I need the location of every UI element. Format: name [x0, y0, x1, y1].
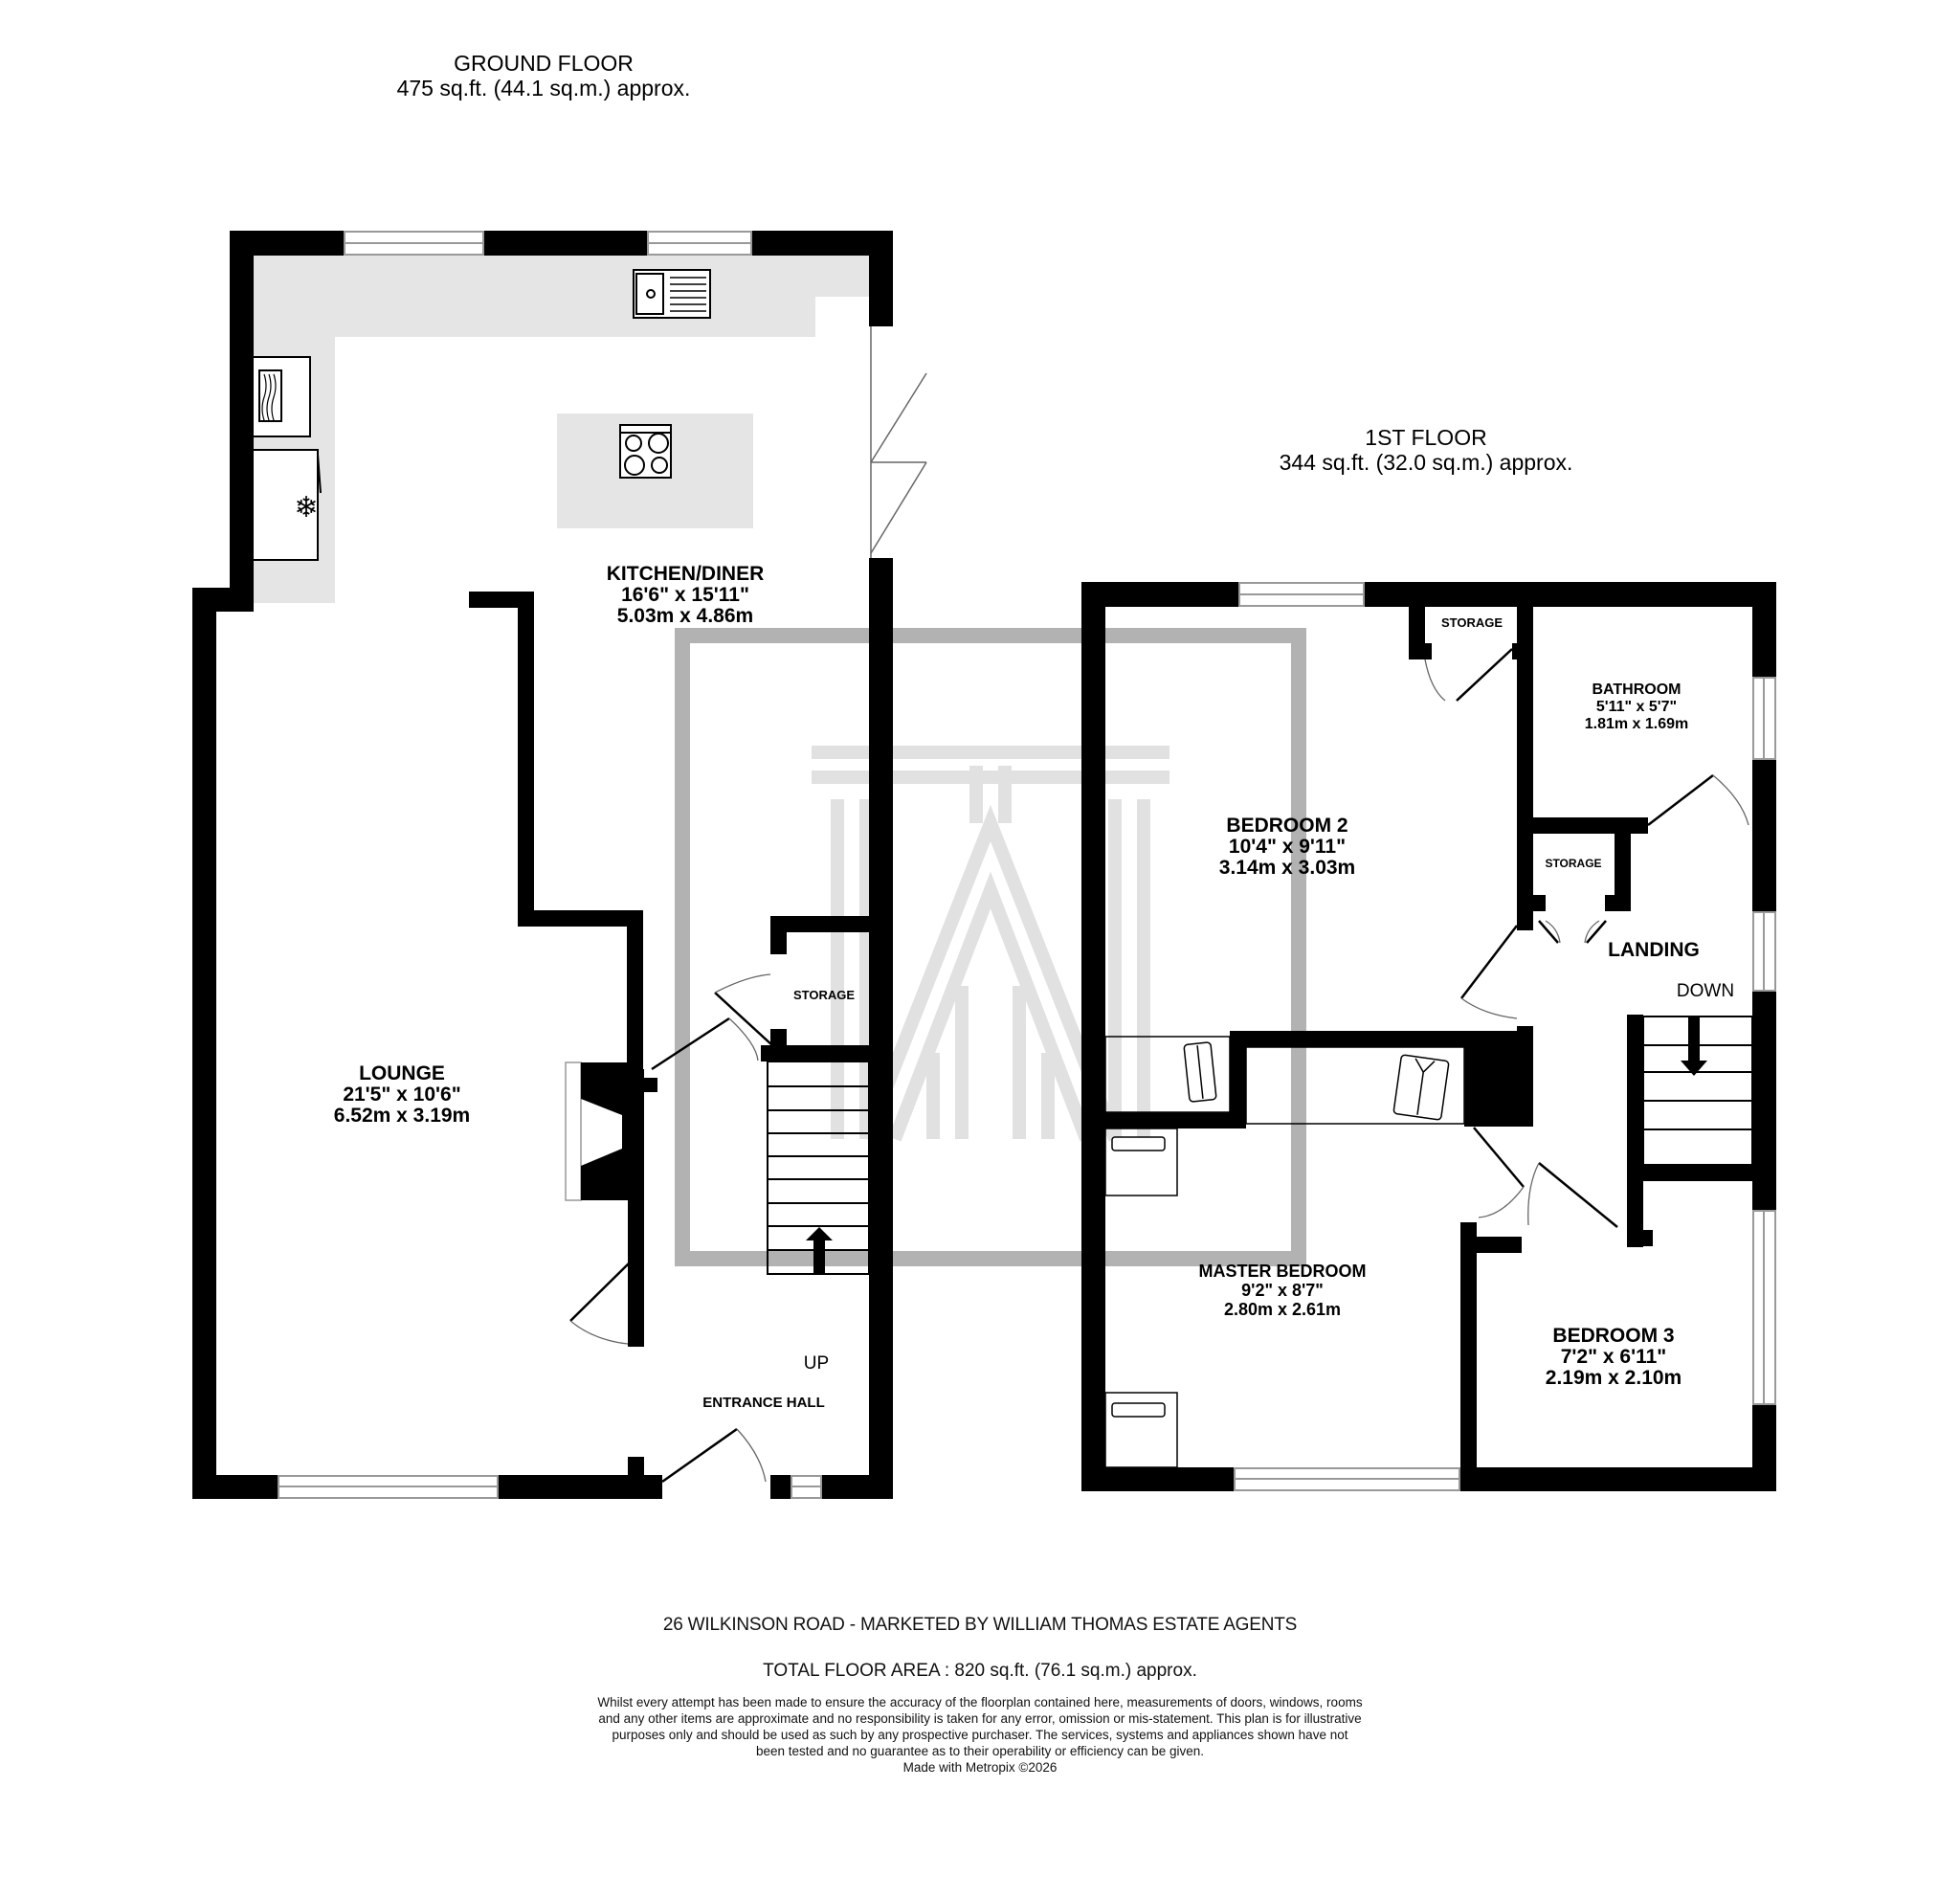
stairs-up-label: UP: [803, 1353, 830, 1374]
agency-logo-watermark: [675, 628, 1306, 1266]
room-bathroom: BATHROOM 5'11" x 5'7" 1.81m x 1.69m: [1584, 682, 1689, 732]
disclaimer-text: Whilst every attempt has been made to en…: [597, 1695, 1363, 1758]
disclaimer-block: Whilst every attempt has been made to en…: [597, 1694, 1363, 1776]
credit-text: Made with Metropix ©2026: [902, 1760, 1058, 1775]
room-lounge: LOUNGE 21'5" x 10'6" 6.52m x 3.19m: [333, 1062, 471, 1127]
staircase-up: [767, 1061, 870, 1275]
first-floor-plan: [1081, 582, 1776, 1491]
room-storage-first-landing: STORAGE: [1545, 857, 1602, 870]
room-entrance-hall: ENTRANCE HALL: [702, 1395, 825, 1411]
window: [278, 231, 822, 1499]
door: [569, 992, 774, 1484]
room-kitchen-diner: KITCHEN/DINER 16'6" x 15'11" 5.03m x 4.8…: [606, 563, 765, 627]
sink-icon: [633, 269, 711, 319]
stair-arrow-down-icon: [1681, 1017, 1707, 1076]
microwave-icon: [252, 356, 311, 437]
first-floor-area: 344 sq.ft. (32.0 sq.m.) approx.: [1279, 450, 1573, 475]
wardrobe: [1104, 1036, 1465, 1468]
ground-floor-area: 475 sq.ft. (44.1 sq.m.) approx.: [396, 76, 691, 101]
room-storage-ground: STORAGE: [792, 988, 856, 1002]
ground-floor-heading: GROUND FLOOR 475 sq.ft. (44.1 sq.m.) app…: [397, 51, 691, 101]
window: [1234, 582, 1776, 1491]
ground-floor-plan: ❄: [192, 231, 927, 1499]
room-storage-first-top: STORAGE: [1440, 615, 1503, 630]
first-floor-title: 1ST FLOOR: [1365, 425, 1487, 450]
bifold-door: [870, 326, 927, 558]
hob-icon: [619, 424, 672, 479]
ground-floor-title: GROUND FLOOR: [454, 51, 634, 76]
door: [1456, 648, 1714, 1228]
room-master-bedroom: MASTER BEDROOM 9'2" x 8'7" 2.80m x 2.61m: [1198, 1262, 1367, 1319]
shirt-icon: [1111, 1041, 1450, 1418]
stairs-down-label: DOWN: [1676, 981, 1735, 1001]
snowflake-icon: ❄: [294, 491, 318, 525]
fireplace: [565, 1061, 628, 1201]
first-floor-heading: 1ST FLOOR 344 sq.ft. (32.0 sq.m.) approx…: [1280, 425, 1573, 475]
room-bedroom-3: BEDROOM 3 7'2" x 6'11" 2.19m x 2.10m: [1545, 1325, 1682, 1389]
stair-arrow-up-icon: [806, 1227, 833, 1274]
kitchen-worktop: [254, 255, 869, 603]
fridge-freezer: [252, 449, 322, 561]
property-address: 26 WILKINSON ROAD - MARKETED BY WILLIAM …: [662, 1615, 1298, 1635]
room-landing: LANDING: [1608, 939, 1700, 961]
room-bedroom-2: BEDROOM 2 10'4" x 9'11" 3.14m x 3.03m: [1218, 815, 1356, 879]
total-floor-area: TOTAL FLOOR AREA : 820 sq.ft. (76.1 sq.m…: [763, 1661, 1197, 1681]
